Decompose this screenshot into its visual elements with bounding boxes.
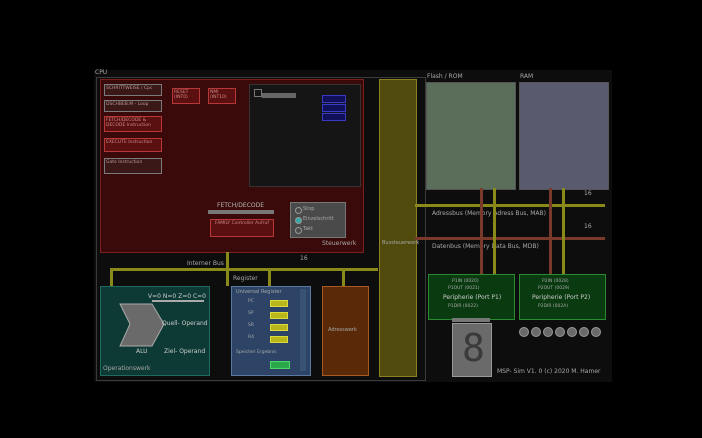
led[interactable] — [519, 327, 529, 337]
register-scrollbar[interactable] — [300, 289, 306, 371]
cpu-label: CPU — [95, 69, 108, 76]
address-bus-width: 16 — [584, 190, 592, 197]
ram-memory-table[interactable] — [519, 82, 609, 190]
register-value[interactable] — [270, 324, 288, 331]
register-result-value[interactable] — [270, 361, 290, 369]
p2in-label: P2IN (0028) — [542, 279, 569, 284]
bus-controller — [379, 79, 417, 377]
address-bus-line — [415, 204, 605, 207]
operations-label: Operationswerk — [103, 365, 151, 372]
address-unit-label: Adresswerk — [328, 327, 357, 333]
internal-bus-line — [110, 268, 378, 271]
led[interactable] — [543, 327, 553, 337]
loop-button[interactable]: DSCHBEB.M - Loop — [104, 100, 162, 112]
p1out-label: P1OUT (0021) — [448, 286, 480, 291]
bus-controller-label: Bussteuerwerk — [382, 240, 420, 246]
data-bus-width: 16 — [584, 223, 592, 230]
address-unit — [322, 286, 369, 376]
register-name: SR — [248, 323, 254, 328]
p1dir-label: P1DIR (0022) — [448, 304, 478, 309]
internal-bus-width: 16 — [300, 255, 308, 262]
control-option-3[interactable] — [322, 113, 346, 121]
ram-data-line — [549, 188, 552, 274]
internal-bus-drop-control — [226, 252, 229, 286]
radio-step-label: Einzelschritt — [303, 216, 334, 222]
progress-bar — [208, 210, 274, 214]
ram-address-line — [562, 188, 565, 274]
footer-credit: MSP- Sim V1. 0 (c) 2020 M. Hamer — [497, 368, 601, 375]
led[interactable] — [531, 327, 541, 337]
family-controller-button[interactable]: FAMILY Controller Aufruf — [210, 219, 274, 237]
radio-step[interactable] — [295, 217, 302, 224]
mode-radio-group: Stop Einzelschritt Takt — [290, 202, 346, 238]
control-option-1[interactable] — [322, 95, 346, 103]
radio-stop[interactable] — [295, 207, 302, 214]
radio-clock-label: Takt — [303, 226, 314, 232]
register-name: SP — [248, 311, 254, 316]
register-footer: Speicher Ergebnis — [236, 350, 277, 355]
nmi-button[interactable]: NMI (INT10) — [208, 88, 236, 104]
src-line — [152, 300, 204, 302]
register-value[interactable] — [270, 336, 288, 343]
cpu-frame — [96, 77, 426, 381]
seven-segment-digit: 8 — [462, 326, 485, 370]
led[interactable] — [555, 327, 565, 337]
data-bus-label: Datenbus (Memory Data Bus, MDB) — [432, 243, 539, 250]
alu-label: ALU — [136, 348, 148, 355]
p1-title: Peripherie (Port P1) — [443, 294, 502, 301]
flash-label: Flash / ROM — [427, 73, 463, 80]
flash-memory-table[interactable] — [426, 82, 516, 190]
internal-bus-drop-adr — [342, 268, 345, 286]
p2-title: Peripherie (Port P2) — [532, 294, 591, 301]
fetch-decode-button[interactable]: FETCH/DECODE & DECODE Instruction — [104, 116, 162, 132]
step-button[interactable]: SCHRITTWEISE / Cpc — [104, 84, 162, 96]
fetch-decode-label: FETCH/DECODE — [217, 202, 265, 209]
source-operand-label: Quell- Operand — [162, 320, 208, 327]
steuerwerk-label: Steuerwerk — [322, 240, 357, 247]
control-option-2[interactable] — [322, 104, 346, 112]
peripheral-p2 — [519, 274, 606, 320]
radio-stop-label: Stop — [303, 206, 315, 212]
checkbox[interactable] — [254, 89, 262, 97]
instruction-panel — [249, 84, 361, 187]
internal-bus-drop-alu — [110, 268, 113, 286]
address-bus-label: Adressbus (Memory Adress Bus, MAB) — [432, 210, 546, 217]
internal-bus-drop-reg — [268, 268, 271, 286]
led[interactable] — [567, 327, 577, 337]
flags-readout: V=0 N=0 Z=0 C=0 — [148, 293, 206, 300]
register-value[interactable] — [270, 312, 288, 319]
register-name: R4 — [248, 335, 254, 340]
gate-button[interactable]: Gate Instruction — [104, 158, 162, 174]
execute-button[interactable]: EXECUTE Instruction — [104, 138, 162, 152]
peripheral-p1 — [428, 274, 515, 320]
p2out-label: P2OUT (0029) — [538, 286, 570, 291]
led[interactable] — [579, 327, 589, 337]
alu-shape — [119, 303, 165, 347]
register-name: PC — [248, 299, 254, 304]
internal-bus-label: Interner Bus — [187, 260, 224, 267]
flash-data-line — [480, 188, 483, 274]
reset-button[interactable]: RESET (INT0) — [172, 88, 200, 104]
seven-seg-pins — [452, 318, 490, 322]
p2dir-label: P2DIR (002A) — [538, 304, 569, 309]
dest-operand-label: Ziel- Operand — [164, 348, 206, 355]
p1in-label: P1IN (0020) — [452, 279, 479, 284]
instruction-field[interactable] — [262, 93, 296, 98]
ram-label: RAM — [520, 73, 534, 80]
seven-segment-display — [452, 323, 492, 377]
register-value[interactable] — [270, 300, 288, 307]
flash-address-line — [493, 188, 496, 274]
register-label: Register — [233, 275, 258, 282]
radio-clock[interactable] — [295, 227, 302, 234]
data-bus-line — [415, 237, 605, 240]
register-header: Universal Register — [236, 289, 282, 295]
led[interactable] — [591, 327, 601, 337]
